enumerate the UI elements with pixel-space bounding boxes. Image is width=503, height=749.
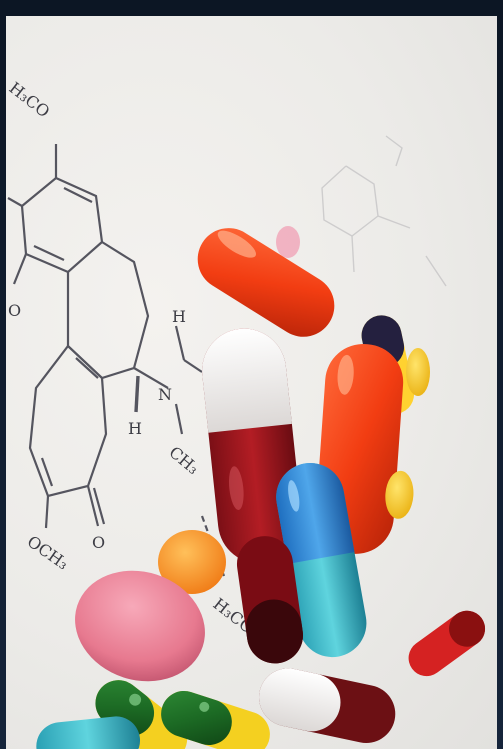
chemical-structure xyxy=(7,144,226,577)
orange-capsule-top xyxy=(197,228,335,337)
amide-h-label: H xyxy=(128,419,142,438)
formyl-bond xyxy=(174,325,186,361)
double-bond xyxy=(63,187,93,203)
double-bond xyxy=(33,245,65,261)
hydroxyl-oxygen-label: O xyxy=(8,301,21,320)
carbonyl-bond xyxy=(92,487,106,525)
cyan-capsule-bottom xyxy=(36,716,141,749)
formyl-h-label: H xyxy=(172,307,186,326)
hydroxyl-bond xyxy=(12,253,28,285)
double-bond xyxy=(40,457,54,487)
carbonyl-bond xyxy=(183,359,203,373)
yellow-tablet xyxy=(406,348,430,396)
white-maroon-capsule-bottom xyxy=(259,668,396,743)
photo-canvas: H₃CO O H O N H CH₃ OCH₃ O H₃CO xyxy=(6,78,486,749)
faint-structure xyxy=(321,135,447,287)
ketone-o-label: O xyxy=(92,533,105,552)
dark-red-capsule xyxy=(236,536,303,664)
methoxy-bond xyxy=(44,495,50,529)
white-maroon-capsule xyxy=(202,328,302,564)
substituent-bond xyxy=(7,197,23,207)
methyl-bond xyxy=(174,403,184,435)
amide-bond xyxy=(133,367,169,389)
methoxy-label-top: H₃CO xyxy=(6,78,53,121)
methoxy-label-bottom: OCH₃ xyxy=(24,532,72,574)
carbonyl-bond xyxy=(86,485,100,527)
orange-tablet xyxy=(158,530,226,594)
green-capsule-middle xyxy=(161,690,270,749)
amide-n-label: N xyxy=(158,385,172,404)
methyl-label: CH₃ xyxy=(165,443,202,479)
pharmaceutical-photo: H₃CO O H O N H CH₃ OCH₃ O H₃CO xyxy=(6,16,497,749)
double-bond xyxy=(75,357,99,379)
wedge-bond xyxy=(134,375,140,413)
tropolone-ring xyxy=(28,344,108,498)
small-red-capsule xyxy=(408,610,486,677)
pink-fragment xyxy=(276,226,300,258)
pink-tablet xyxy=(75,570,205,682)
